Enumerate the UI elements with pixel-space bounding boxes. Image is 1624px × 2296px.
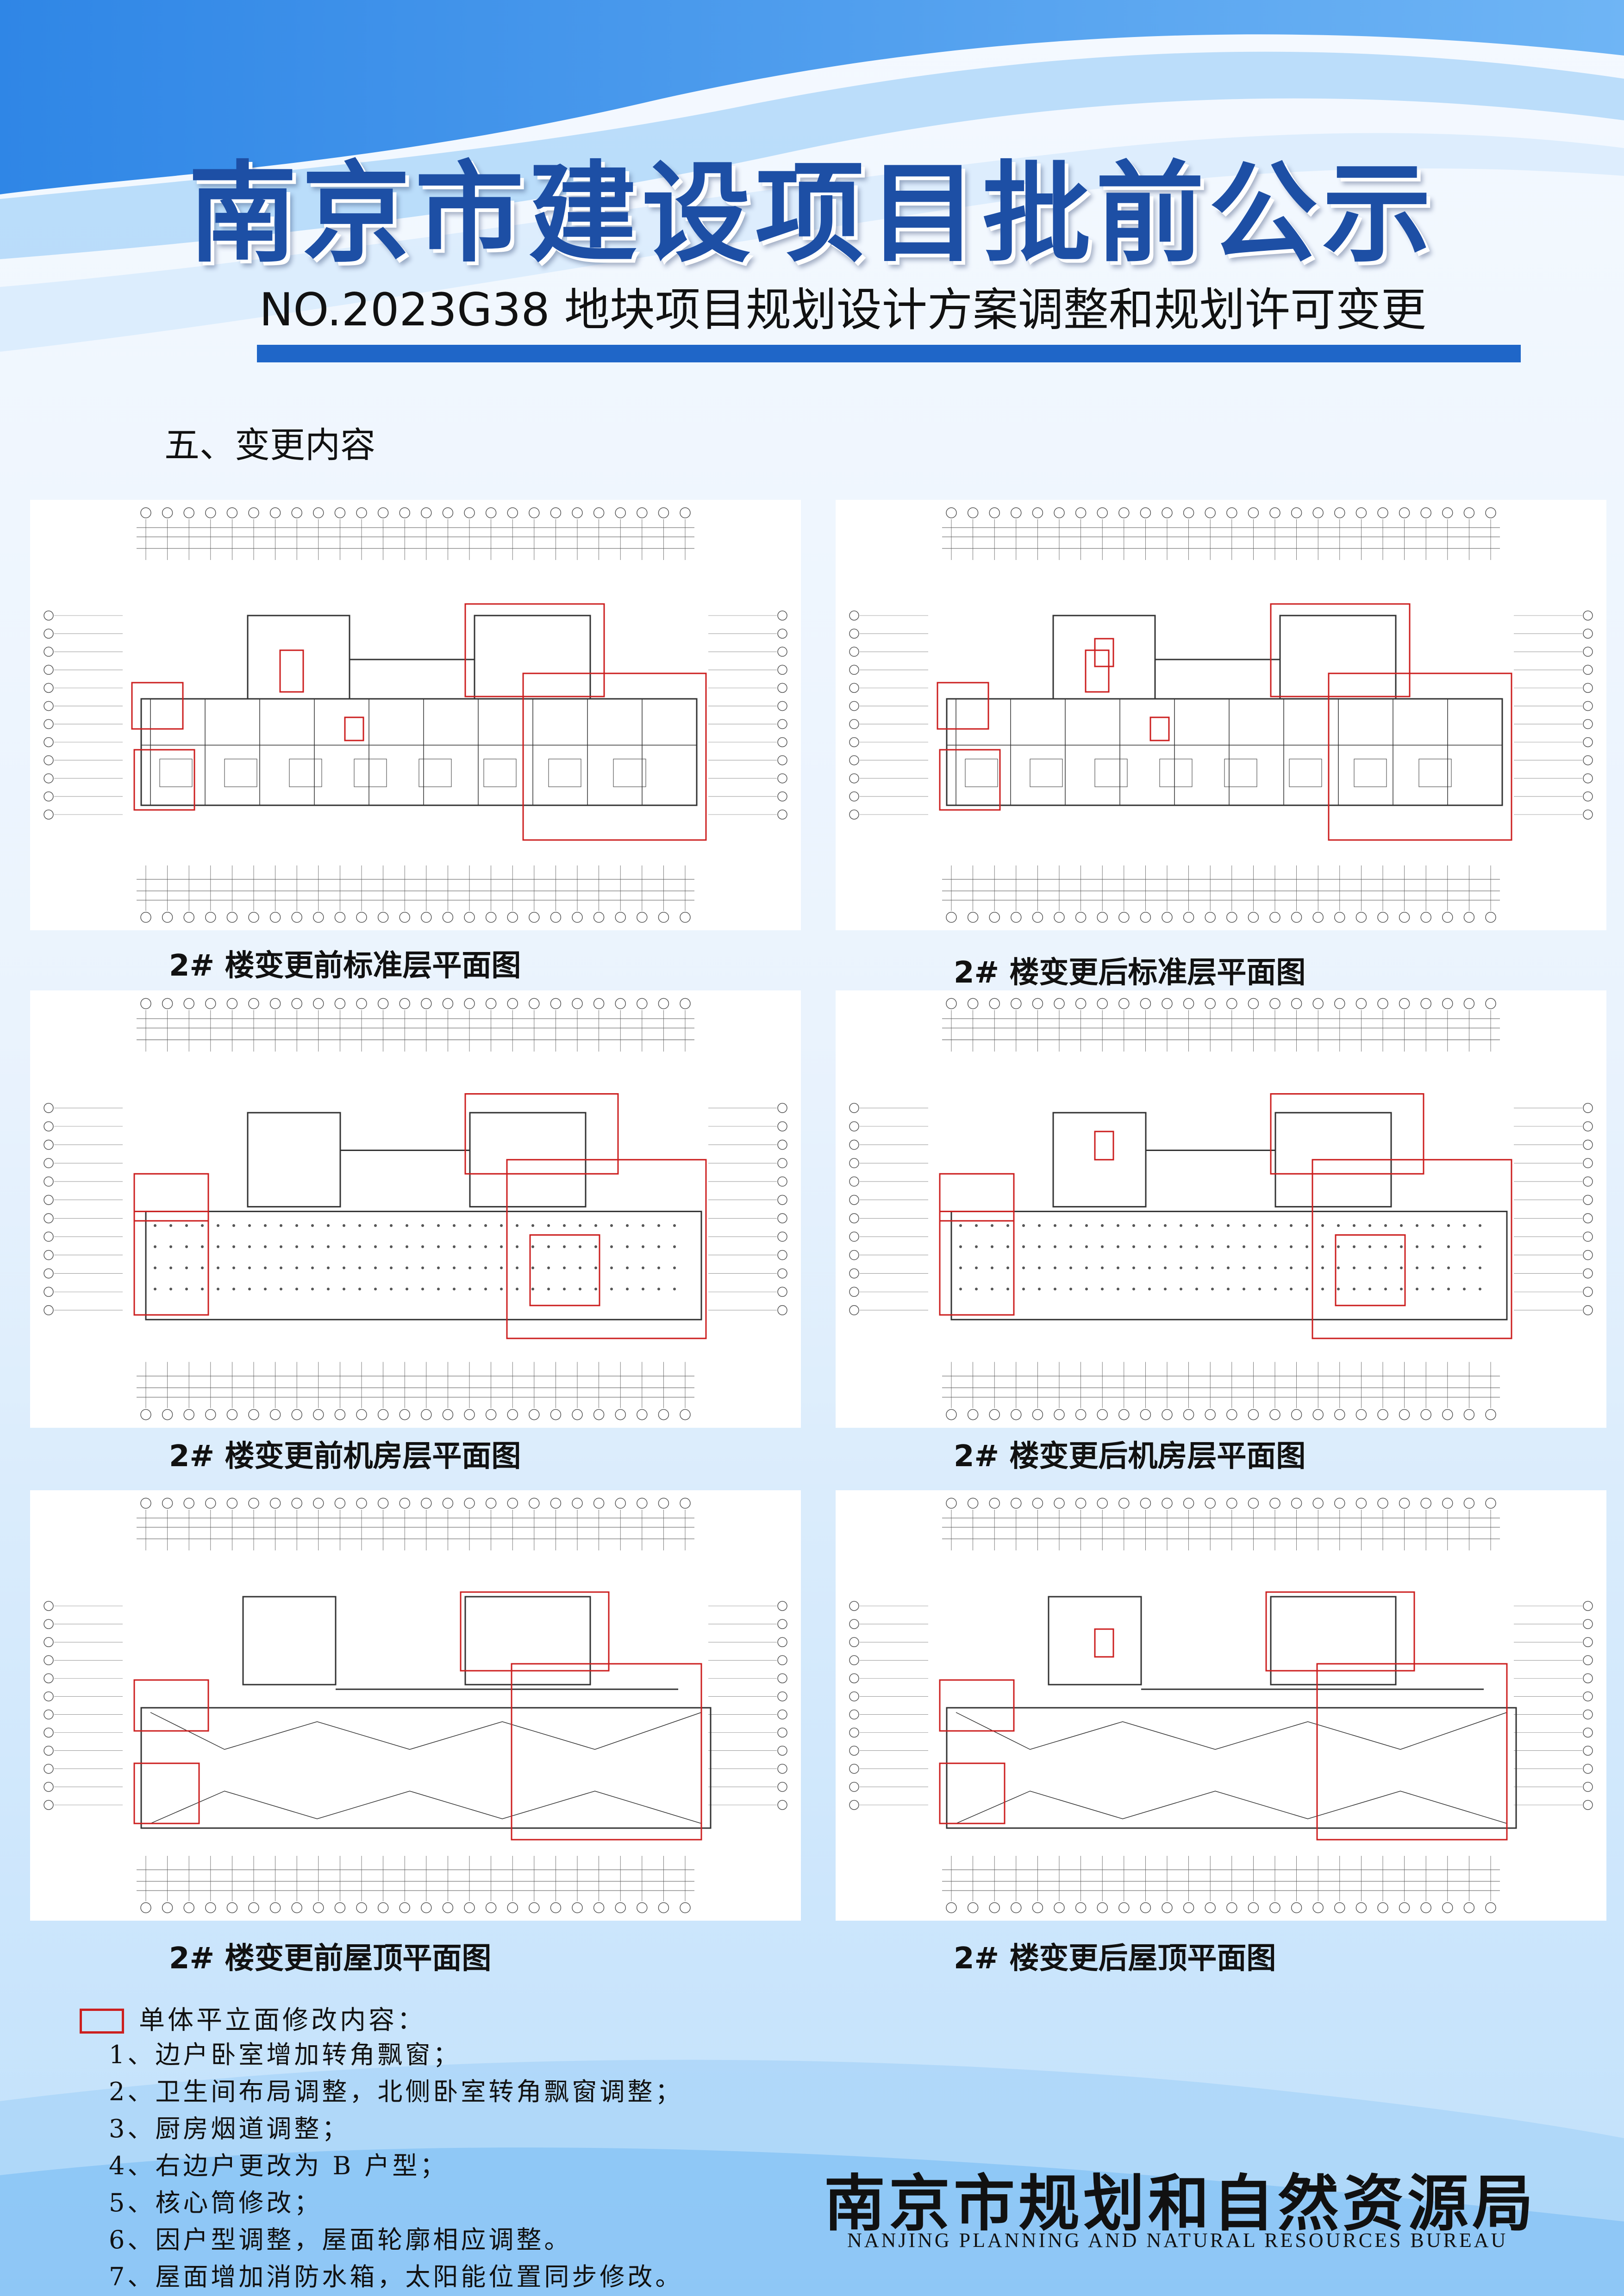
note-item: 4、右边户更改为 B 户型； — [109, 2151, 448, 2180]
note-item: 6、因户型调整，屋面轮廓相应调整。 — [109, 2225, 572, 2254]
plan-machine-after — [836, 990, 1606, 1428]
notes-list: 1、边户卧室增加转角飘窗； 2、卫生间布局调整，北侧卧室转角飘窗调整； 3、厨房… — [109, 2036, 683, 2296]
plan-roof-after — [836, 1490, 1606, 1921]
note-item: 7、屋面增加消防水箱，太阳能位置同步修改。 — [109, 2262, 683, 2291]
notes-title: 单体平立面修改内容： — [139, 2005, 426, 2035]
caption-roof-after: 2# 楼变更后屋顶平面图 — [954, 1941, 1276, 1976]
organization-name-english: NANJING PLANNING AND NATURAL RESOURCES B… — [847, 2229, 1508, 2252]
section-heading: 五、变更内容 — [164, 424, 375, 466]
title-underline-bar — [257, 345, 1521, 362]
floor-plan-drawing — [44, 998, 787, 1420]
plan-roof-before — [30, 1490, 801, 1921]
caption-machine-before: 2# 楼变更前机房层平面图 — [169, 1439, 521, 1474]
note-item: 1、边户卧室增加转角飘窗； — [109, 2040, 461, 2069]
floor-plan-drawing — [849, 507, 1593, 923]
plan-standard-before — [30, 500, 801, 930]
caption-standard-before: 2# 楼变更前标准层平面图 — [169, 949, 521, 983]
poster-title: 南京市建设项目批前公示 — [188, 149, 1436, 277]
floor-plan-drawing — [849, 1498, 1593, 1913]
caption-standard-after: 2# 楼变更后标准层平面图 — [954, 956, 1306, 990]
caption-machine-after: 2# 楼变更后机房层平面图 — [954, 1439, 1306, 1474]
organization-name: 南京市规划和自然资源局 — [824, 2168, 1537, 2240]
note-item: 3、厨房烟道调整； — [109, 2114, 350, 2143]
floor-plan-drawing — [849, 998, 1593, 1420]
note-item: 5、核心筒修改； — [109, 2188, 322, 2217]
plan-machine-before — [30, 990, 801, 1428]
plan-standard-after — [836, 500, 1606, 930]
project-subtitle: NO.2023G38 地块项目规划设计方案调整和规划许可变更 — [259, 284, 1426, 336]
floor-plan-drawing — [44, 507, 787, 923]
caption-roof-before: 2# 楼变更前屋顶平面图 — [169, 1941, 492, 1976]
note-item: 2、卫生间布局调整，北侧卧室转角飘窗调整； — [109, 2077, 683, 2106]
markup-legend-box — [80, 2009, 124, 2034]
floor-plan-drawing — [44, 1498, 787, 1913]
